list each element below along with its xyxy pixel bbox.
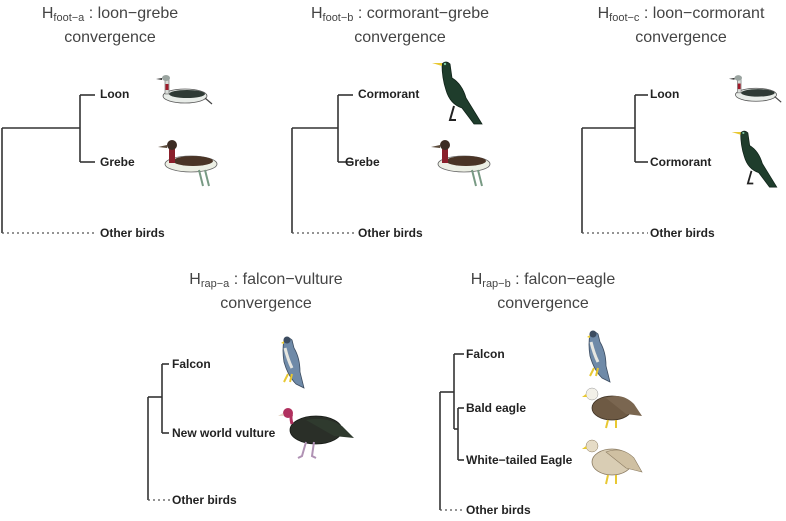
panel-rap-a: Hrap−a : falcon−vulture convergence Falc… <box>146 266 426 516</box>
title-subscript: foot−a <box>53 12 85 24</box>
title-subscript: foot−b <box>322 12 354 24</box>
title-subscript: rap−b <box>482 278 511 290</box>
title-h: H <box>470 271 483 288</box>
panel-title: Hrap−a : falcon−vulture convergence <box>146 270 386 314</box>
title-subscript: rap−a <box>200 278 230 290</box>
panel-title: Hfoot−c : loon−cormorant convergence <box>576 4 786 48</box>
taxon-label: Other birds <box>358 226 423 240</box>
tree-diagram <box>581 94 648 234</box>
title-h: H <box>310 5 323 22</box>
loon-icon <box>156 75 213 105</box>
taxon-label: Cormorant <box>650 155 712 169</box>
tree-diagram <box>439 353 464 511</box>
taxon-label: Cormorant <box>358 87 420 101</box>
title-line2: convergence <box>635 29 727 46</box>
title-h: H <box>189 271 201 288</box>
panel-rap-b: Hrap−b : falcon−eagle convergence Falcon… <box>438 266 678 521</box>
title-text: : loon−cormorant <box>639 5 765 22</box>
panel-foot-c: Hfoot−c : loon−cormorant convergence Loo… <box>580 0 786 250</box>
taxon-label: Falcon <box>466 347 505 361</box>
grebe-icon <box>158 140 218 187</box>
taxon-label: New world vulture <box>172 426 276 440</box>
cormorant-icon <box>731 130 778 188</box>
taxon-label: White−tailed Eagle <box>466 453 573 467</box>
title-line2: convergence <box>220 295 312 312</box>
cormorant-icon <box>432 61 483 125</box>
title-line2: convergence <box>354 29 446 46</box>
taxon-label: Other birds <box>650 226 715 240</box>
title-text: : falcon−vulture <box>229 271 343 288</box>
title-line2: convergence <box>64 29 156 46</box>
panel-foot-a: Hfoot−a : loon−grebe convergence Loon Gr… <box>0 0 260 250</box>
title-text: : cormorant−grebe <box>353 5 490 22</box>
taxon-label: Loon <box>100 87 130 101</box>
taxon-label: Grebe <box>345 155 380 169</box>
tree-diagram <box>147 363 170 501</box>
taxon-label: Other birds <box>466 503 531 517</box>
falcon-icon <box>281 336 305 389</box>
title-text: : loon−grebe <box>84 5 179 22</box>
title-subscript: foot−c <box>609 12 640 24</box>
panel-title: Hfoot−b : cormorant−grebe convergence <box>290 4 510 48</box>
bald-eagle-icon <box>582 387 642 429</box>
tree-diagram <box>1 94 97 234</box>
title-text: : falcon−eagle <box>510 271 616 288</box>
taxon-label: Other birds <box>100 226 165 240</box>
taxon-label: Grebe <box>100 155 135 169</box>
vulture-icon <box>278 408 354 459</box>
title-h: H <box>41 5 54 22</box>
panel-title: Hfoot−a : loon−grebe convergence <box>0 4 220 48</box>
grebe-icon <box>431 140 491 187</box>
white-tailed-eagle-icon <box>582 439 643 485</box>
panel-title: Hrap−b : falcon−eagle convergence <box>438 270 648 314</box>
panel-foot-b: Hfoot−b : cormorant−grebe convergence Co… <box>290 0 550 250</box>
title-line2: convergence <box>497 295 589 312</box>
taxon-label: Falcon <box>172 357 211 371</box>
taxon-label: Loon <box>650 87 680 101</box>
taxon-label: Other birds <box>172 493 237 507</box>
loon-icon <box>728 75 782 103</box>
tree-diagram <box>291 94 356 234</box>
title-h: H <box>597 5 610 22</box>
falcon-icon <box>587 330 611 383</box>
taxon-label: Bald eagle <box>466 401 527 415</box>
